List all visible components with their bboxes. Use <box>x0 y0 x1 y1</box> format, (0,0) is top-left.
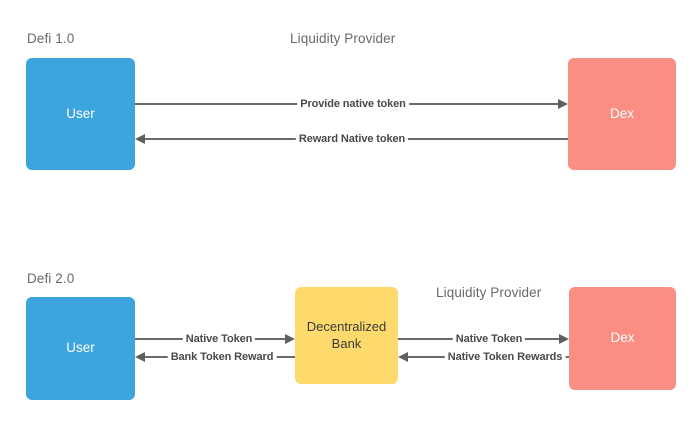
node-user-2-label: User <box>66 340 95 356</box>
edge-bank-token-reward-arrowhead <box>135 352 145 362</box>
edge-label-provide-native-token: Provide native token <box>297 98 409 110</box>
group-label-liquidity-provider-1: Liquidity Provider <box>290 31 396 46</box>
edge-reward-native-token-arrowhead <box>135 134 145 144</box>
node-dex-2-label: Dex <box>610 330 635 346</box>
edge-label-bank-token-reward: Bank Token Reward <box>167 351 277 363</box>
edge-label-reward-native-token: Reward Native token <box>295 133 409 145</box>
edge-label-native-token-bank-dex: Native Token <box>452 333 526 345</box>
edge-native-token-bank-dex-arrowhead <box>559 334 569 344</box>
edge-native-token-user-bank-arrowhead <box>285 334 295 344</box>
node-user-2[interactable]: User <box>26 297 135 400</box>
node-user-1-label: User <box>66 105 95 121</box>
section-title-defi-2: Defi 2.0 <box>27 271 75 286</box>
group-label-liquidity-provider-2: Liquidity Provider <box>436 285 542 300</box>
edge-label-native-token-user-bank: Native Token <box>182 333 256 345</box>
node-decentralized-bank[interactable]: Decentralized Bank <box>295 287 398 384</box>
edge-label-native-token-rewards: Native Token Rewards <box>444 351 566 363</box>
edge-native-token-rewards-arrowhead <box>398 352 408 362</box>
section-title-defi-1: Defi 1.0 <box>27 31 75 46</box>
node-dex-1[interactable]: Dex <box>568 58 676 170</box>
edge-provide-native-token-arrowhead <box>558 99 568 109</box>
node-decentralized-bank-label: Decentralized Bank <box>306 319 387 351</box>
node-user-1[interactable]: User <box>26 58 135 170</box>
node-dex-2[interactable]: Dex <box>569 287 676 390</box>
node-dex-1-label: Dex <box>609 105 634 121</box>
